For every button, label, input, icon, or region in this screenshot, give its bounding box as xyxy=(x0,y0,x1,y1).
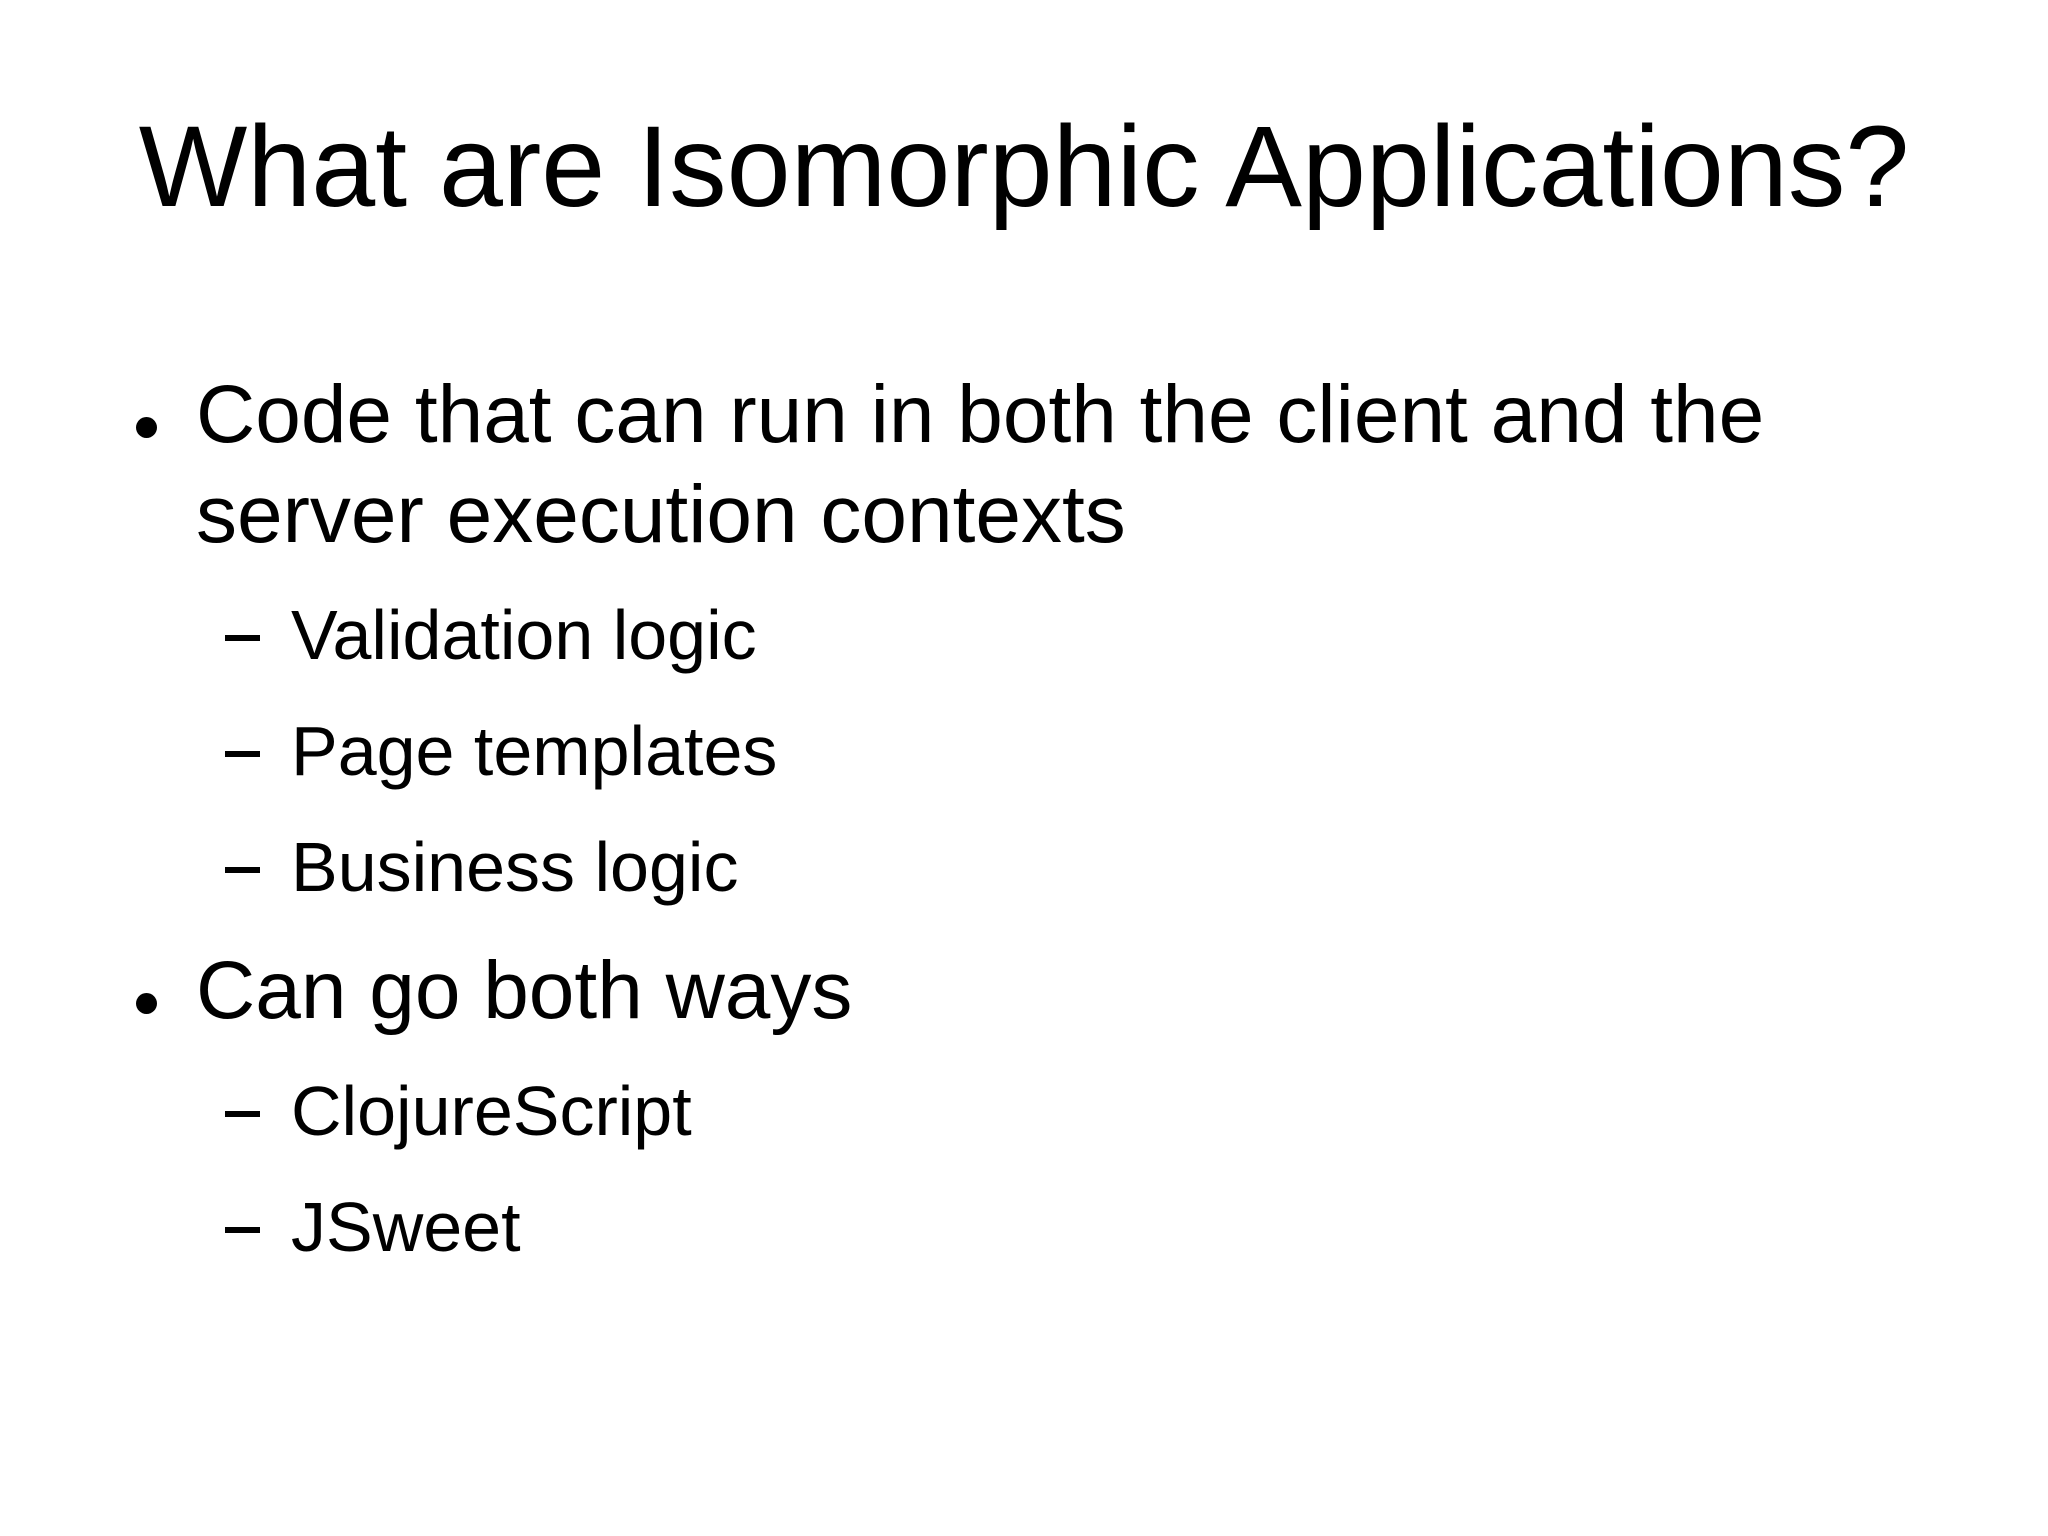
sub-bullet-marker xyxy=(225,825,291,874)
sub-bullet-item: Business logic xyxy=(225,825,1920,909)
bullet-marker xyxy=(130,941,196,1015)
sub-bullet-marker xyxy=(225,709,291,758)
bullet-text: Code that can run in both the client and… xyxy=(196,369,1765,561)
slide-body: Code that can run in both the client and… xyxy=(130,365,1920,1301)
sub-bullet-item: Validation logic xyxy=(225,593,1920,677)
dash-icon xyxy=(225,867,260,874)
sub-bullet-text: ClojureScript xyxy=(291,1072,692,1151)
sub-bullet-text: JSweet xyxy=(291,1188,521,1267)
sub-bullet-text: Business logic xyxy=(291,828,739,907)
sub-bullet-text: Page templates xyxy=(291,712,778,791)
slide-title: What are Isomorphic Applications? xyxy=(138,103,1910,231)
dash-icon xyxy=(225,751,260,758)
sub-bullet-list: ClojureScript JSweet xyxy=(225,1069,1920,1269)
dash-icon xyxy=(225,1227,260,1234)
bullet-text: Can go both ways xyxy=(196,945,853,1037)
sub-bullet-marker xyxy=(225,1069,291,1118)
sub-bullet-list: Validation logic Page templates Business… xyxy=(225,593,1920,909)
bullet-icon xyxy=(136,993,157,1015)
sub-bullet-marker xyxy=(225,1185,291,1234)
sub-bullet-text: Validation logic xyxy=(291,596,757,675)
sub-bullet-item: JSweet xyxy=(225,1185,1920,1269)
sub-bullet-item: ClojureScript xyxy=(225,1069,1920,1153)
bullet-item: Code that can run in both the client and… xyxy=(130,365,1920,565)
sub-bullet-marker xyxy=(225,593,291,642)
bullet-marker xyxy=(130,365,196,438)
bullet-item: Can go both ways xyxy=(130,941,1920,1041)
dash-icon xyxy=(225,1111,260,1118)
dash-icon xyxy=(225,635,260,642)
sub-bullet-item: Page templates xyxy=(225,709,1920,793)
bullet-icon xyxy=(136,417,157,438)
